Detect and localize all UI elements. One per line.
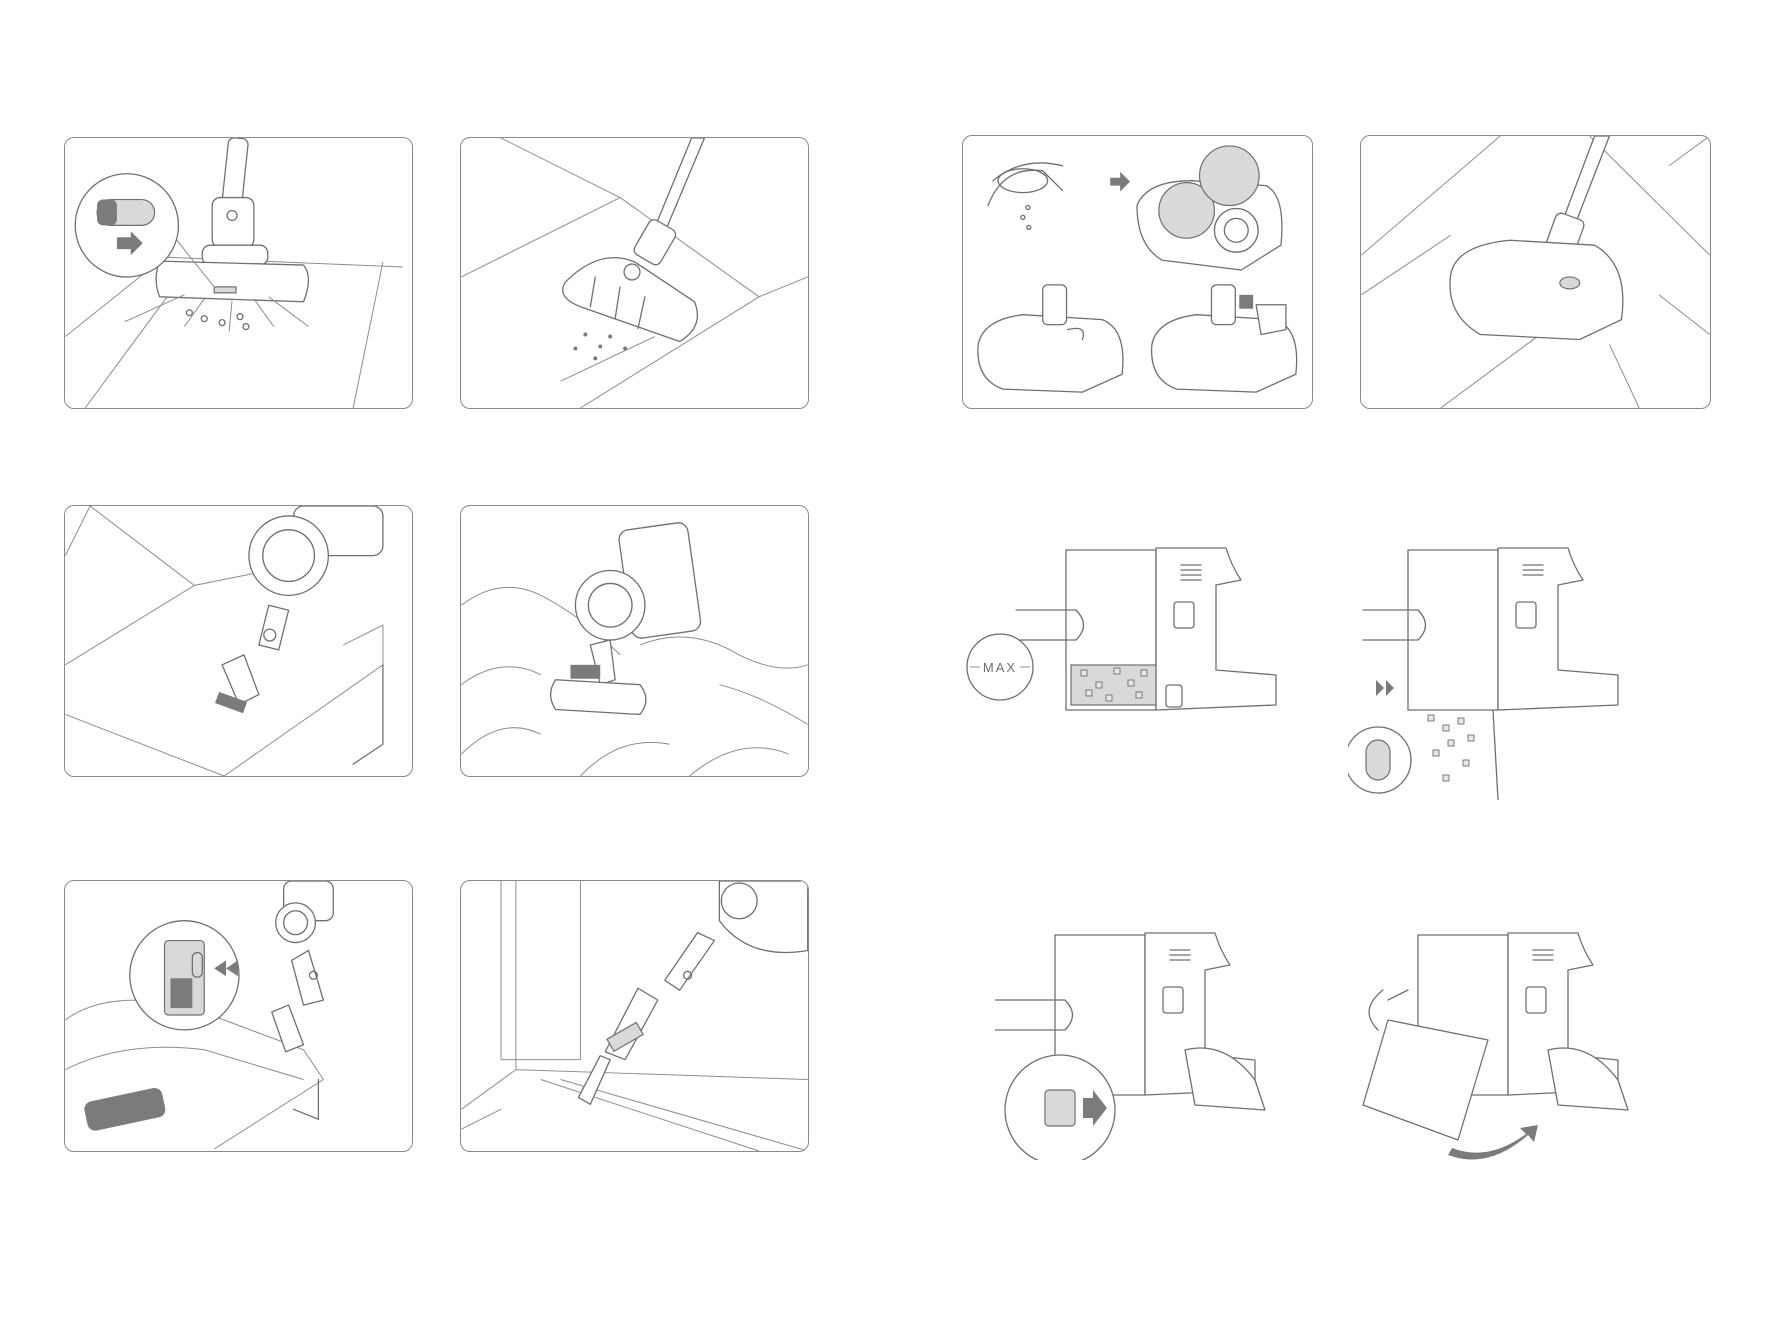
illustration-mop-in-use [1360,135,1711,409]
illustration-crevice-brush-sofa [64,505,413,777]
illustration-dustbin-max: MAX [966,540,1286,740]
illustration-attach-accessory [64,880,413,1152]
dustbin-release-button-icon [995,930,1285,1160]
illustration-dustbin-remove [1348,930,1678,1170]
dustbin-emptying-icon [1348,540,1668,800]
illustration-floor-brush-in-use [460,137,809,409]
mop-pad-and-water-tank-icon [963,136,1312,408]
mini-motor-brush-on-cushion-icon [461,506,808,776]
brush-tool-on-sofa-icon [65,506,412,776]
illustration-dustbin-release [995,930,1285,1160]
illustration-mop-pad-install [962,135,1313,409]
mop-head-on-tiles-icon [1361,136,1710,408]
illustration-crevice-window [460,880,809,1152]
accessory-release-inset-icon [65,881,412,1151]
dustbin-removal-icon [1348,930,1678,1170]
illustration-dustbin-empty [1348,540,1668,800]
max-label: MAX [983,660,1017,675]
illustration-mini-motor-brush-sofa [460,505,809,777]
illustration-floor-brush-switch [64,137,413,409]
floor-brush-cleaning-icon [461,138,808,408]
crevice-tool-window-track-icon [461,881,808,1151]
floor-brush-switch-icon [65,138,412,408]
dustbin-max-line-icon: MAX [966,540,1286,740]
